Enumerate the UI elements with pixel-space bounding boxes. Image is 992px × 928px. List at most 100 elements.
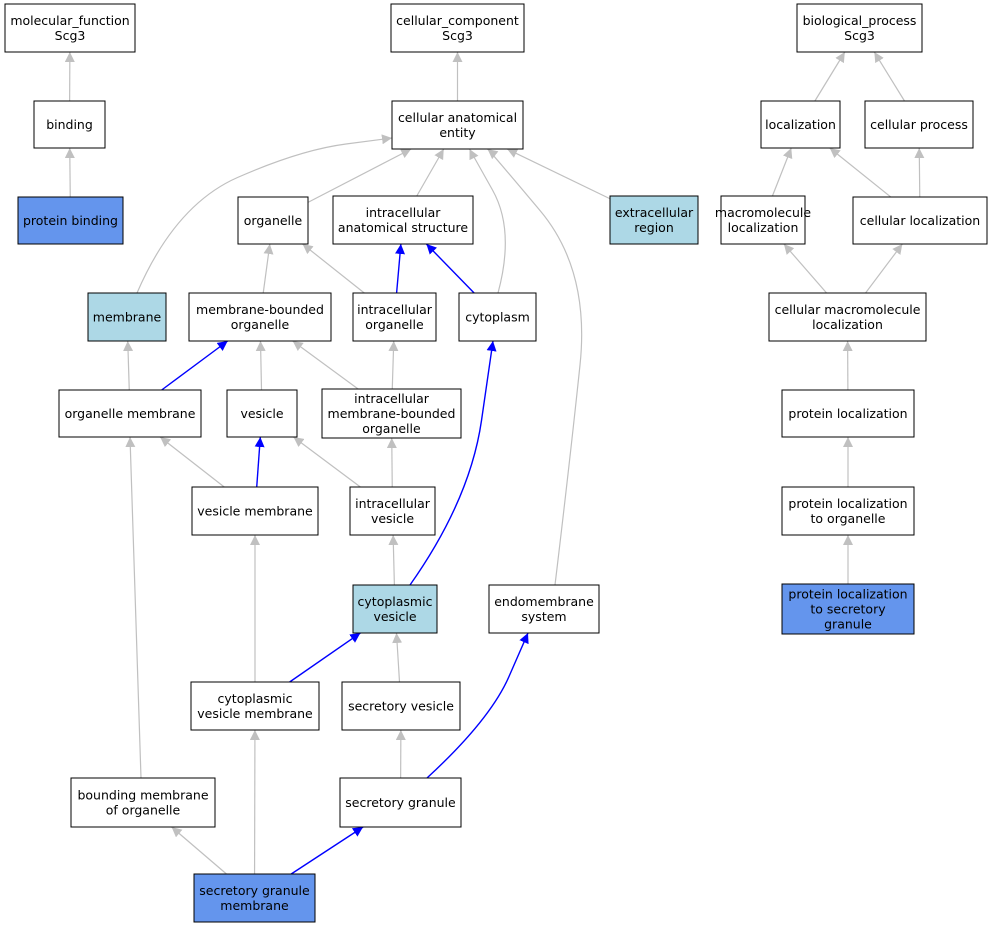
edge-sgm-to-bmo bbox=[171, 826, 227, 875]
node-box[interactable] bbox=[609, 195, 699, 245]
node-label: Scg3 bbox=[442, 28, 473, 43]
node-label: intracellular bbox=[366, 205, 442, 220]
edge-ias-to-cae bbox=[416, 148, 445, 197]
node-protein-binding[interactable]: protein binding bbox=[17, 196, 124, 245]
node-label: secretory vesicle bbox=[348, 699, 454, 714]
node-box[interactable] bbox=[4, 3, 136, 53]
node-label: localization bbox=[812, 317, 883, 332]
node-label: binding bbox=[46, 117, 93, 132]
node-org-mem[interactable]: organelle membrane bbox=[58, 389, 202, 438]
node-box[interactable] bbox=[190, 681, 320, 731]
node-box[interactable] bbox=[796, 3, 923, 53]
node-prot-loc[interactable]: protein localization bbox=[781, 389, 915, 438]
edge-cell_loc-to-cellular_process bbox=[914, 147, 925, 198]
edge-org_mem-to-mbo bbox=[161, 340, 229, 391]
node-label: cellular localization bbox=[860, 213, 980, 228]
node-label: to secretory bbox=[810, 602, 886, 617]
edge-ves_mem-to-vesicle bbox=[254, 436, 265, 488]
edge-extracellular-to-cae bbox=[506, 148, 611, 200]
node-box[interactable] bbox=[193, 873, 316, 923]
node-box[interactable] bbox=[188, 292, 332, 342]
edge-org_mem-to-membrane bbox=[123, 340, 134, 391]
edge-io-to-ias bbox=[395, 243, 406, 294]
node-box[interactable] bbox=[332, 195, 474, 245]
node-cytoplasm[interactable]: cytoplasm bbox=[458, 292, 537, 342]
node-box[interactable] bbox=[352, 292, 437, 342]
node-box[interactable] bbox=[760, 100, 841, 149]
node-box[interactable] bbox=[58, 389, 202, 438]
node-label: membrane-bounded bbox=[328, 406, 456, 421]
node-vesicle[interactable]: vesicle bbox=[226, 389, 298, 438]
node-box[interactable] bbox=[720, 195, 806, 245]
node-box[interactable] bbox=[391, 100, 524, 150]
node-localization[interactable]: localization bbox=[760, 100, 841, 149]
node-box[interactable] bbox=[226, 389, 298, 438]
node-box[interactable] bbox=[191, 486, 319, 536]
node-box[interactable] bbox=[852, 196, 988, 245]
node-membrane[interactable]: membrane bbox=[87, 292, 167, 342]
node-box[interactable] bbox=[341, 681, 461, 731]
node-label: cellular process bbox=[870, 117, 968, 132]
node-label: system bbox=[521, 609, 566, 624]
node-box[interactable] bbox=[70, 777, 216, 828]
node-cell-loc[interactable]: cellular localization bbox=[852, 196, 988, 245]
node-box[interactable] bbox=[458, 292, 537, 342]
node-cellular-process[interactable]: cellular process bbox=[864, 100, 974, 149]
node-box[interactable] bbox=[768, 292, 927, 342]
node-box[interactable] bbox=[488, 584, 600, 634]
node-label: cellular anatomical bbox=[398, 110, 517, 125]
node-box[interactable] bbox=[349, 486, 436, 536]
node-box[interactable] bbox=[87, 292, 167, 342]
node-sec-ves[interactable]: secretory vesicle bbox=[341, 681, 461, 731]
node-box[interactable] bbox=[17, 196, 124, 245]
node-label: endomembrane bbox=[494, 594, 594, 609]
node-label: of organelle bbox=[106, 803, 181, 818]
node-ves-mem[interactable]: vesicle membrane bbox=[191, 486, 319, 536]
node-box[interactable] bbox=[339, 777, 462, 828]
node-label: vesicle bbox=[240, 406, 283, 421]
node-label: cytoplasmic bbox=[218, 691, 293, 706]
node-sec-gran[interactable]: secretory granule bbox=[339, 777, 462, 828]
edge-sec_gran-to-endomem bbox=[426, 632, 529, 779]
node-box[interactable] bbox=[33, 100, 106, 149]
edge-sgm-to-sec_gran bbox=[290, 826, 364, 875]
node-box[interactable] bbox=[781, 583, 915, 635]
node-box[interactable] bbox=[321, 388, 462, 439]
edge-ves_mem-to-org_mem bbox=[159, 436, 225, 488]
node-label: Scg3 bbox=[55, 28, 86, 43]
edge-cyt_ves-to-iv bbox=[388, 534, 399, 586]
node-label: vesicle bbox=[373, 609, 416, 624]
edge-cytoplasm-to-cae bbox=[468, 148, 506, 294]
node-label: granule bbox=[824, 617, 872, 632]
node-box[interactable] bbox=[781, 389, 915, 438]
node-box[interactable] bbox=[781, 486, 915, 536]
node-box[interactable] bbox=[390, 3, 525, 53]
node-label: to organelle bbox=[811, 511, 886, 526]
node-box[interactable] bbox=[864, 100, 974, 149]
edge-iv-to-imbo bbox=[386, 437, 397, 488]
node-organelle[interactable]: organelle bbox=[237, 196, 309, 245]
node-label: organelle bbox=[244, 213, 303, 228]
node-binding[interactable]: binding bbox=[33, 100, 106, 149]
node-box[interactable] bbox=[237, 196, 309, 245]
node-box[interactable] bbox=[352, 584, 438, 634]
